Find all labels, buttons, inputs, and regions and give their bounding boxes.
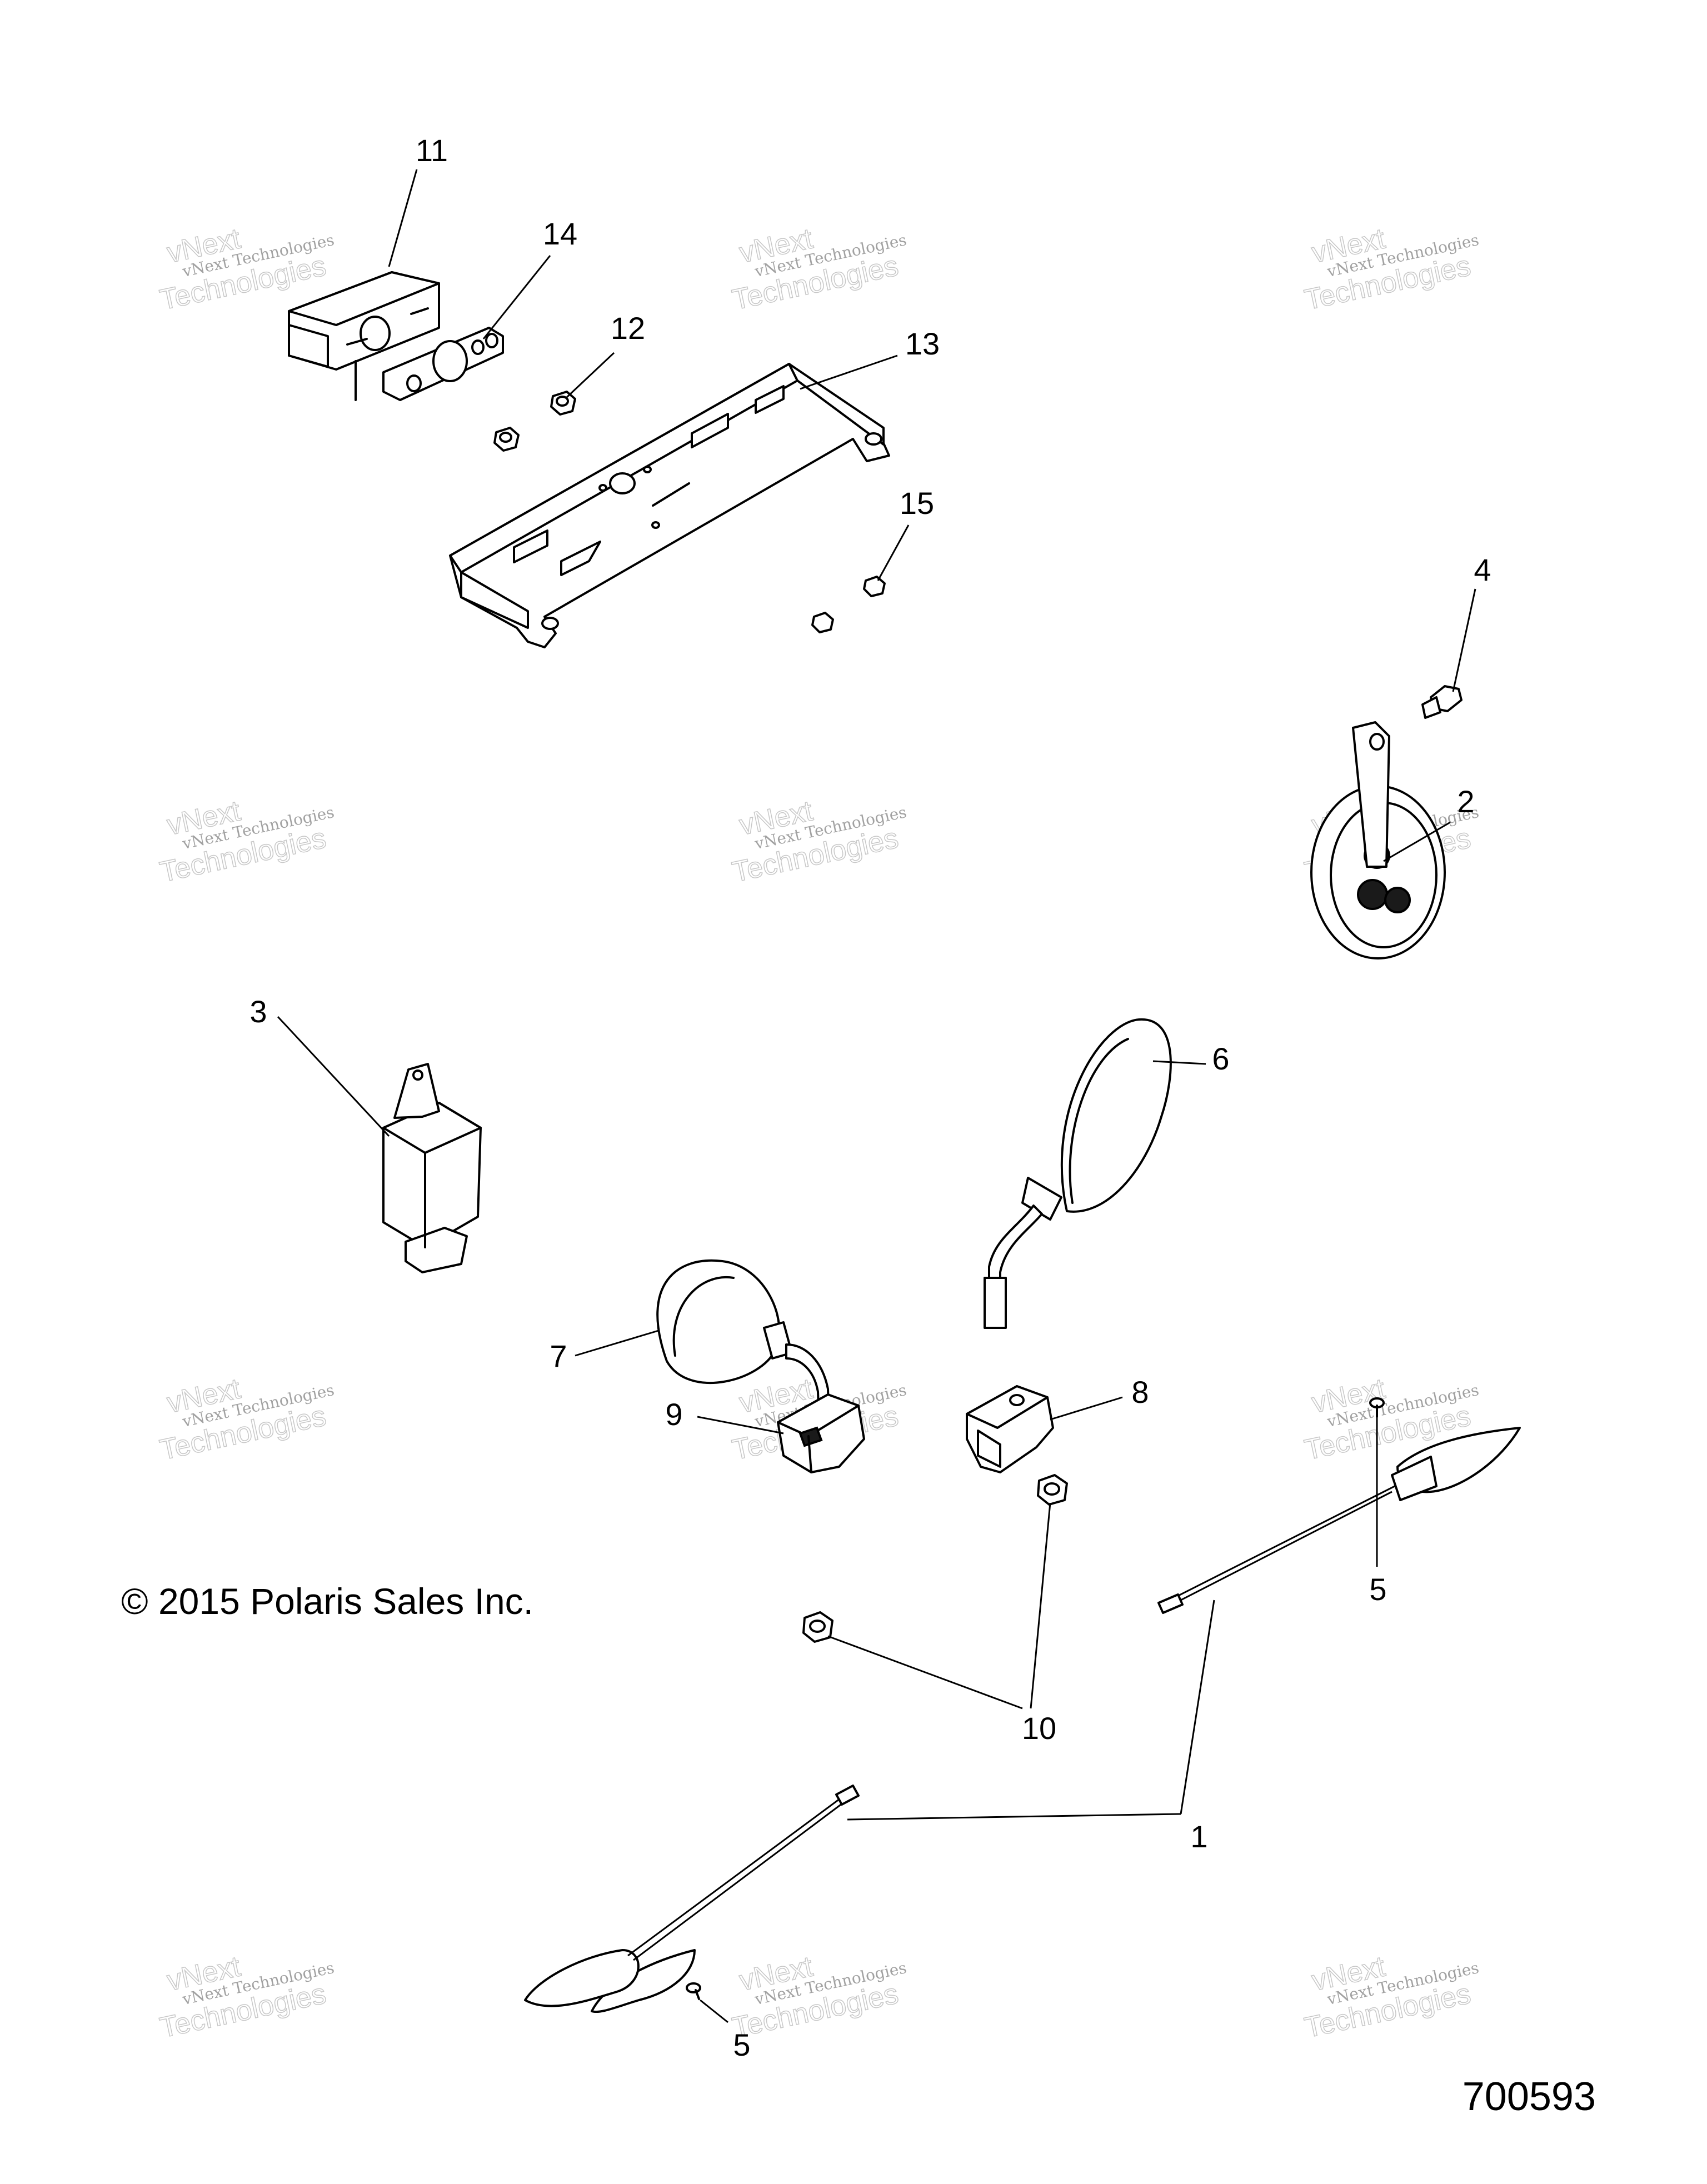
watermark: vNext vNext Technologies Technologies xyxy=(157,222,336,317)
callout-labels: 11 14 12 13 15 4 2 3 6 7 8 9 5 10 1 5 xyxy=(249,133,1491,2062)
callout-10: 10 xyxy=(1022,1711,1056,1746)
part-15-nut xyxy=(811,612,834,633)
callout-7: 7 xyxy=(550,1338,567,1373)
watermark: vNext vNext Technologies Technologies xyxy=(729,222,908,317)
copyright-notice: © 2015 Polaris Sales Inc. xyxy=(121,1581,533,1622)
callout-15: 15 xyxy=(900,486,934,521)
figure-number: 700593 xyxy=(1463,2075,1596,2119)
part-3-flasher-relay xyxy=(382,1063,482,1273)
watermark: vNext vNext Technologies Technologies xyxy=(157,1950,336,2045)
callout-14: 14 xyxy=(543,216,577,251)
part-6-right-mirror xyxy=(984,1018,1172,1329)
leader-lines xyxy=(277,169,1476,2023)
part-12-nut xyxy=(493,427,520,452)
part-13-bracket xyxy=(449,363,890,648)
watermark: vNext vNext Technologies Technologies xyxy=(1301,1950,1480,2045)
callout-13: 13 xyxy=(905,326,940,361)
part-1-turn-signal-right xyxy=(1157,1427,1521,1614)
callout-12: 12 xyxy=(611,311,645,346)
callout-3: 3 xyxy=(249,994,267,1029)
watermark: vNext vNext Technologies Technologies xyxy=(1301,222,1480,317)
part-4-bolt xyxy=(1421,685,1463,719)
part-2-horn xyxy=(1310,721,1446,959)
part-14-gasket xyxy=(382,327,504,401)
part-5-screw xyxy=(686,1982,701,2000)
part-9-clamp xyxy=(777,1393,865,1473)
part-10-nut xyxy=(1037,1474,1068,1506)
callout-6: 6 xyxy=(1212,1041,1229,1076)
callout-4: 4 xyxy=(1474,552,1491,587)
callout-2: 2 xyxy=(1457,784,1474,819)
part-11-light-housing xyxy=(288,271,440,401)
callout-11: 11 xyxy=(416,133,448,168)
part-1-turn-signal-left xyxy=(524,1785,860,2013)
callout-1: 1 xyxy=(1190,1819,1207,1854)
part-12-nut xyxy=(550,391,576,416)
callout-5: 5 xyxy=(733,2027,750,2062)
part-15-nut xyxy=(863,576,886,597)
part-5-screw xyxy=(1369,1397,1385,1418)
callout-5: 5 xyxy=(1369,1572,1386,1607)
watermark: vNext vNext Technologies Technologies xyxy=(157,1372,336,1467)
callout-8: 8 xyxy=(1131,1375,1149,1410)
watermark: vNext vNext Technologies Technologies xyxy=(729,794,908,889)
watermark: vNext vNext Technologies Technologies xyxy=(157,794,336,889)
part-8-clamp xyxy=(966,1385,1054,1473)
watermark-layer: vNext vNext Technologies Technologies vN… xyxy=(157,222,1480,2045)
part-10-nut xyxy=(802,1611,833,1643)
callout-9: 9 xyxy=(665,1397,682,1432)
